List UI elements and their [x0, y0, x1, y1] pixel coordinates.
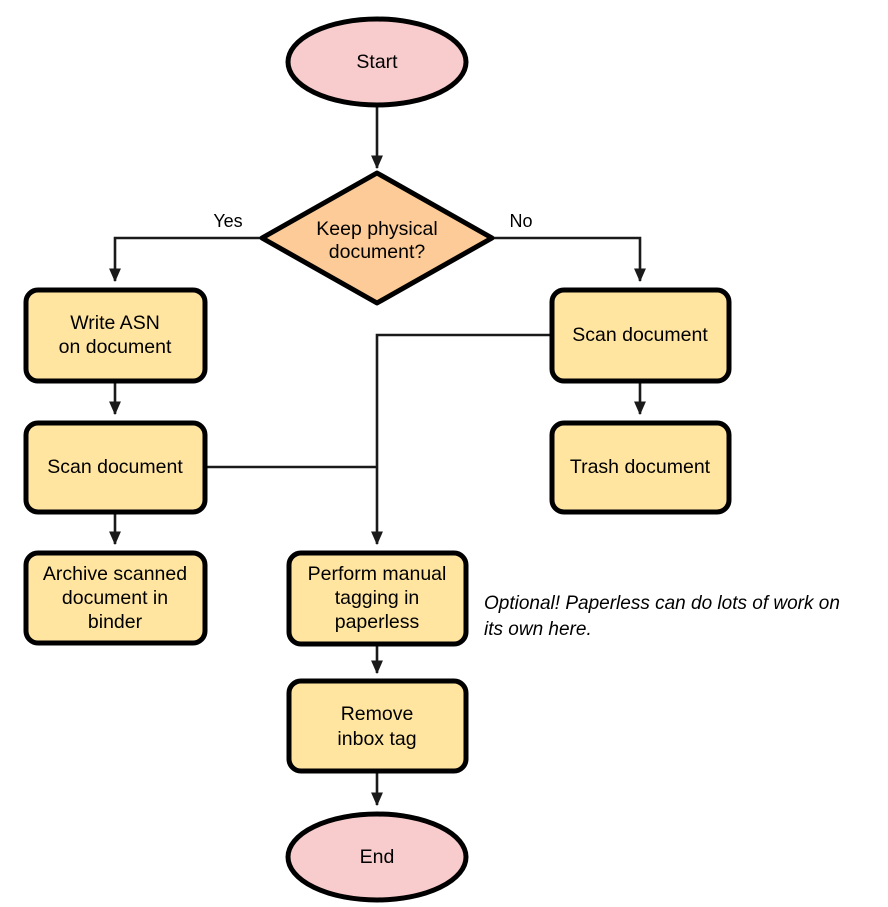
- start-ellipse-shape: [285, 16, 469, 108]
- tagging-label-line2: tagging in: [335, 587, 420, 609]
- scan-document-left-box-shape: [23, 420, 208, 515]
- remove-inbox-tag-box-shape: [286, 678, 469, 774]
- write-asn-box-shape: [23, 287, 208, 384]
- node-end[interactable]: End: [285, 811, 469, 903]
- scan-document-left-label: Scan document: [47, 456, 183, 478]
- decision-label-line2: document?: [329, 241, 426, 263]
- archive-box-shape: [23, 550, 208, 646]
- optional-note-line2: its own here.: [484, 619, 592, 640]
- node-decision-keep-physical-document[interactable]: Keep physical document?: [259, 170, 495, 306]
- end-label: End: [360, 846, 395, 868]
- archive-label-line2: document in: [62, 587, 168, 609]
- node-remove-inbox-tag[interactable]: Remove inbox tag: [286, 678, 469, 774]
- edge-decision-no-to-scan-right: [492, 236, 646, 283]
- decision-diamond-shape: [259, 170, 495, 306]
- node-archive-scanned-document[interactable]: Archive scanned document in binder: [23, 550, 208, 646]
- remove-inbox-tag-label-line1: Remove: [341, 703, 414, 725]
- annotation-optional-note: Optional! Paperless can do lots of work …: [484, 593, 840, 640]
- tagging-box-shape: [286, 550, 469, 647]
- trash-document-box-shape: [549, 420, 732, 515]
- scan-document-right-label: Scan document: [572, 324, 708, 346]
- scan-document-right-box-shape: [549, 287, 732, 384]
- trash-document-label: Trash document: [570, 456, 711, 478]
- write-asn-label-line2: on document: [59, 336, 172, 358]
- node-scan-document-right[interactable]: Scan document: [549, 287, 732, 384]
- end-ellipse-shape: [285, 811, 469, 903]
- node-trash-document[interactable]: Trash document: [549, 420, 732, 515]
- edge-scan-right-to-tagging: [371, 333, 552, 546]
- edge-label-yes: Yes: [213, 211, 242, 231]
- archive-label-line3: binder: [88, 611, 143, 633]
- start-label: Start: [356, 51, 398, 73]
- edge-label-no: No: [509, 211, 532, 231]
- optional-note-line1: Optional! Paperless can do lots of work …: [484, 593, 840, 614]
- archive-label-line1: Archive scanned: [43, 563, 187, 585]
- node-write-asn-on-document[interactable]: Write ASN on document: [23, 287, 208, 384]
- edge-decision-yes-to-write-asn: [109, 236, 262, 283]
- node-scan-document-left[interactable]: Scan document: [23, 420, 208, 515]
- write-asn-label-line1: Write ASN: [70, 312, 160, 334]
- tagging-label-line1: Perform manual: [308, 563, 447, 585]
- remove-inbox-tag-label-line2: inbox tag: [337, 728, 416, 750]
- tagging-label-line3: paperless: [335, 611, 420, 633]
- node-perform-manual-tagging[interactable]: Perform manual tagging in paperless: [286, 550, 469, 647]
- node-start[interactable]: Start: [285, 16, 469, 108]
- decision-label-line1: Keep physical: [316, 218, 437, 240]
